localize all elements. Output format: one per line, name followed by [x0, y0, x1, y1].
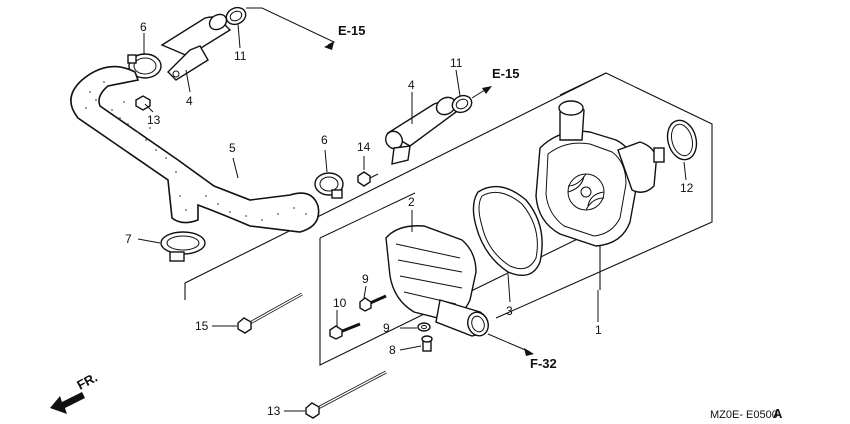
callout-4-upper: 4	[186, 94, 193, 108]
hose-texture	[85, 81, 307, 221]
diagram-code: MZ0E- E0500	[710, 409, 778, 421]
callout-leaders	[137, 23, 687, 412]
washer-10	[417, 322, 431, 332]
callout-6-middle: 6	[321, 133, 328, 147]
callout-7: 7	[125, 232, 132, 246]
pipe-middle	[385, 96, 457, 165]
long-bolt-14	[237, 292, 303, 334]
callout-2: 2	[408, 195, 415, 209]
o-ring-pump	[666, 119, 698, 161]
pump-gasket	[472, 185, 543, 276]
impeller	[567, 173, 605, 211]
hose-clamp-lower	[160, 231, 206, 262]
o-ring-middle	[451, 94, 473, 114]
ref-arrow-upper	[246, 7, 336, 50]
diagram-code-suffix: A	[773, 406, 783, 421]
o-ring-upper	[225, 6, 247, 26]
callout-5: 5	[229, 141, 236, 155]
callout-6-upper: 6	[140, 20, 147, 34]
long-bolt-15	[305, 370, 387, 419]
bolt-9-upper	[359, 294, 387, 312]
callout-9-lower: 10	[333, 296, 347, 310]
callout-11-upper: 11	[234, 49, 247, 63]
assembly-frame-outer	[184, 72, 713, 319]
ref-label-middle: E-15	[492, 66, 519, 81]
ref-label-lower: F-32	[530, 356, 557, 371]
pipe-upper	[160, 13, 232, 81]
pump-cover	[385, 225, 489, 337]
callout-13-middle: 14	[357, 140, 371, 154]
ref-arrow-middle	[471, 86, 492, 99]
callout-4-middle: 4	[408, 78, 415, 92]
water-pump	[535, 100, 665, 247]
callout-13-upper: 13	[147, 113, 161, 127]
callout-labels: 6 4 13 5 11 7 6 14 4 11 2 3 1 12 9 10 9 …	[125, 20, 694, 418]
callout-15: 13	[267, 404, 281, 418]
bolt-upper-13	[135, 95, 151, 111]
callout-3: 3	[506, 304, 513, 318]
ref-arrow-lower	[487, 333, 534, 356]
bolt-middle-13	[357, 171, 379, 187]
bolt-8	[421, 335, 433, 352]
callout-1: 1	[595, 323, 602, 337]
callout-8: 8	[389, 343, 396, 357]
front-direction-label: FR.	[74, 370, 100, 393]
callout-14: 15	[195, 319, 209, 333]
front-direction-arrow	[50, 392, 85, 414]
hose-clamp-upper	[127, 53, 162, 79]
bolt-9-lower	[329, 322, 361, 340]
ref-label-upper: E-15	[338, 23, 365, 38]
callout-11-middle: 11	[450, 56, 463, 70]
callout-12: 12	[680, 181, 694, 195]
callout-9-upper: 9	[362, 272, 369, 286]
callout-10: 9	[383, 321, 390, 335]
hose-clamp-middle	[314, 172, 344, 199]
coolant-hose	[70, 65, 320, 233]
